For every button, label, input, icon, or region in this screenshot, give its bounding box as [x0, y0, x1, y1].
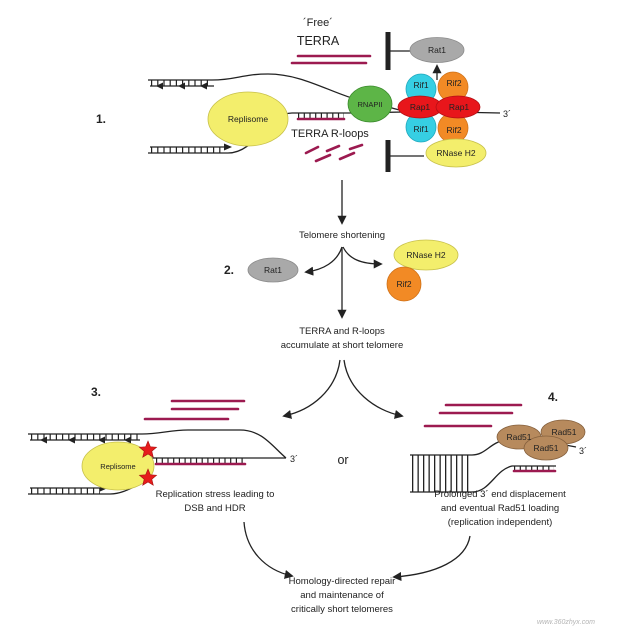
rnase-h2-label: RNase H2	[436, 148, 475, 158]
flow-arrow-from-step-4	[392, 535, 471, 582]
step-3: 3. 3´ Replisome Replication stress leadi…	[28, 385, 298, 514]
okazaki-arrowhead	[124, 436, 131, 444]
rnase-h2-label: RNase H2	[406, 250, 445, 260]
step-3-caption-line-2: DSB and HDR	[184, 503, 245, 514]
rap1-right-label: Rap1	[449, 102, 470, 112]
dsb-star-icon	[138, 440, 158, 458]
replisome-label: Replisome	[228, 114, 268, 124]
step-2: 2. Rat1 RNase H2 Rif2	[224, 239, 459, 319]
displaced-strand	[410, 439, 507, 456]
step-4-caption-line-1: Prolonged 3´ end displacement	[434, 489, 566, 500]
replisome	[81, 441, 155, 491]
rad51-center	[523, 435, 569, 461]
rat1	[247, 257, 299, 283]
step-4: 4. Rad51 Rad51 Rad51 3´ Prolonged 3´ end…	[410, 390, 587, 528]
terra-fragment	[304, 145, 320, 155]
okazaki-arrowhead	[156, 82, 163, 90]
step-1: 1. ´Free´ TERRA Replisome RNAPII	[96, 17, 511, 172]
shortening-label: Telomere shortening	[299, 230, 385, 241]
step-3-number: 3.	[91, 385, 101, 399]
okazaki-arrowhead	[200, 82, 207, 90]
rap1-left-label: Rap1	[410, 102, 431, 112]
rat1-label: Rat1	[428, 45, 446, 55]
rif1-bottom-label: Rif1	[413, 124, 428, 134]
okazaki-arrowhead	[178, 82, 185, 90]
leading-arrowhead	[224, 143, 232, 151]
rad51-left-label: Rad51	[506, 432, 531, 442]
or-label: or	[337, 453, 348, 467]
watermark-url: www.360zhyx.com	[537, 619, 595, 626]
rnase-h2	[425, 138, 487, 168]
terra-fragment	[338, 151, 356, 161]
replisome-label: Replisome	[100, 462, 135, 471]
terra-fragment	[348, 143, 364, 151]
rap1-right	[435, 95, 481, 119]
three-prime-label: 3´	[579, 446, 587, 456]
okazaki-arrowhead	[98, 436, 105, 444]
flow-arrow-loss-rnase-h2	[342, 246, 383, 269]
rif2-bottom-label: Rif2	[446, 125, 461, 135]
parental-strand-top	[28, 429, 287, 459]
replisome	[207, 91, 289, 147]
free-label: ´Free´	[303, 17, 333, 29]
step-4-number: 4.	[548, 390, 558, 404]
rad51-center-label: Rad51	[533, 443, 558, 453]
step-1-number: 1.	[96, 112, 106, 126]
outcome-line-1: Homology-directed repair	[289, 576, 396, 587]
step-2-number: 2.	[224, 263, 234, 277]
rnase-h2	[393, 239, 459, 271]
rif2-label: Rif2	[396, 279, 411, 289]
step-3-caption-line-1: Replication stress leading to	[156, 489, 275, 500]
rif1-top-label: Rif1	[413, 80, 428, 90]
rat1	[409, 37, 465, 63]
telomere-strand	[410, 465, 556, 493]
outcome-line-2: and maintenance of	[300, 590, 384, 601]
rnapii-label: RNAPII	[357, 100, 382, 109]
flow-arrow-from-step-3	[243, 521, 294, 579]
flow-arrow-to-step-4	[343, 359, 404, 419]
terra-fragment	[314, 153, 332, 163]
rat1-label: Rat1	[264, 265, 282, 275]
step-4-caption-line-3: (replication independent)	[448, 517, 553, 528]
okazaki-arrowhead	[40, 436, 47, 444]
rad51-right-label: Rad51	[551, 427, 576, 437]
rif2-top-label: Rif2	[446, 78, 461, 88]
outcome-line-3: critically short telomeres	[291, 604, 393, 615]
parental-strand-top	[148, 73, 353, 99]
three-prime-label: 3´	[290, 454, 298, 464]
okazaki-arrowhead	[68, 436, 75, 444]
rnapii	[347, 85, 393, 123]
terra-fragment	[325, 144, 341, 153]
flow-arrow-loss-rat1	[304, 246, 343, 276]
r-loops-label: TERRA R-loops	[291, 128, 369, 140]
flow-arrow-to-step-3	[282, 359, 341, 419]
step-4-caption-line-2: and eventual Rad51 loading	[441, 503, 559, 514]
accumulation-line-1: TERRA and R-loops	[299, 326, 385, 337]
terra-label: TERRA	[297, 34, 340, 48]
dsb-star-icon	[138, 468, 158, 486]
three-prime-label: 3´	[503, 109, 511, 119]
rif2	[386, 266, 422, 302]
accumulation-line-2: accumulate at short telomere	[281, 340, 404, 351]
